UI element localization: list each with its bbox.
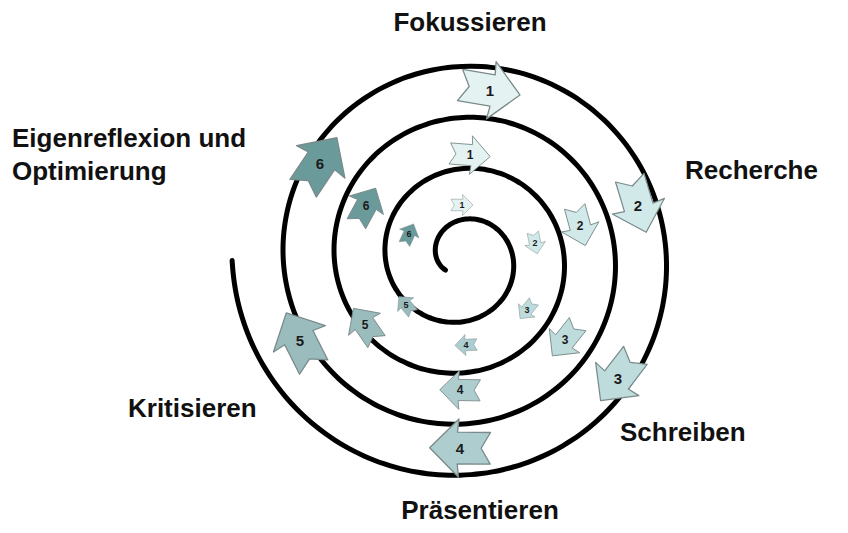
callout-number: 3 [587,347,649,409]
phase-arrow: 6 [397,222,421,246]
callout-number: 1 [457,57,523,123]
callout-number: 3 [543,318,587,362]
callout-number: 4 [454,333,478,357]
phase-arrow: 3 [587,347,649,409]
phase-arrow: 5 [394,293,418,317]
phase-arrow: 1 [450,193,474,217]
callout-number: 1 [450,193,474,217]
phase-label: Recherche [685,154,818,187]
callout-number: 5 [394,293,418,317]
callout-number: 2 [523,231,547,255]
callout-number: 2 [607,174,669,236]
callout-number: 4 [438,368,482,412]
callout-number: 5 [343,303,387,347]
phase-label: Eigenreflexion und Optimierung [12,122,274,187]
phase-arrow: 4 [454,333,478,357]
phase-arrow: 4 [427,415,493,481]
callout-number: 6 [397,222,421,246]
phase-arrow: 1 [457,57,523,123]
callout-number: 6 [344,184,388,228]
callout-number: 5 [267,307,333,373]
phase-arrow: 6 [344,184,388,228]
phase-arrow: 1 [448,133,492,177]
phase-label: Präsentieren [401,494,559,527]
phase-arrow: 4 [438,368,482,412]
phase-arrow: 2 [523,231,547,255]
callout-number: 6 [287,130,353,196]
phase-arrow: 6 [287,130,353,196]
callout-number: 2 [558,204,602,248]
phase-label: Schreiben [620,416,746,449]
phase-arrow: 5 [343,303,387,347]
phase-arrow: 5 [267,307,333,373]
callout-number: 4 [427,415,493,481]
spiral-line [232,66,666,475]
callout-number: 1 [448,133,492,177]
phase-arrow: 3 [515,298,539,322]
phase-arrow: 3 [543,318,587,362]
phase-arrow: 2 [558,204,602,248]
callout-number: 3 [515,298,539,322]
phase-label: Fokussieren [393,6,546,39]
phase-label: Kritisieren [128,392,257,425]
phase-arrow: 2 [607,174,669,236]
